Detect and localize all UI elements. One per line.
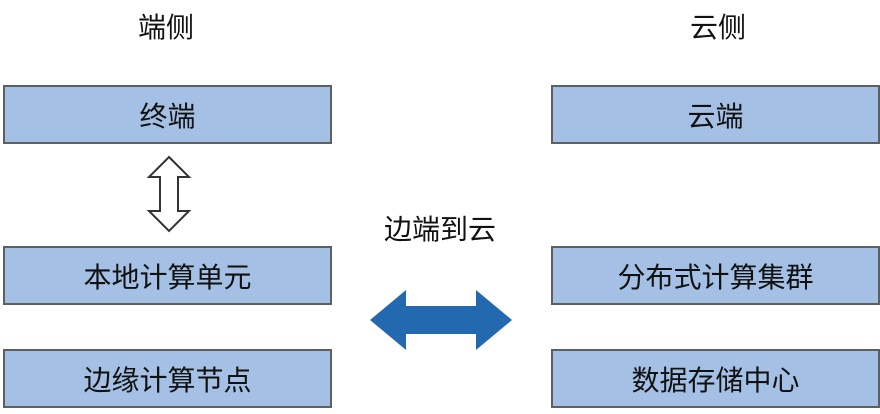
local-compute-unit-box: 本地计算单元 — [3, 246, 332, 305]
edge-compute-node-label: 边缘计算节点 — [83, 363, 252, 397]
edge-side-heading: 端侧 — [137, 11, 194, 44]
edge-to-cloud-label: 边端到云 — [383, 213, 496, 246]
cloud-label: 云端 — [687, 99, 744, 133]
data-storage-center-box: 数据存储中心 — [551, 349, 880, 408]
distributed-cluster-label: 分布式计算集群 — [617, 260, 814, 294]
distributed-cluster-box: 分布式计算集群 — [551, 246, 880, 305]
terminal-box: 终端 — [3, 85, 332, 144]
data-storage-center-label: 数据存储中心 — [631, 363, 800, 397]
cloud-box: 云端 — [551, 85, 880, 144]
local-compute-unit-label: 本地计算单元 — [83, 260, 252, 294]
horizontal-double-arrow-icon — [370, 290, 512, 350]
vertical-double-arrow-icon — [146, 155, 192, 233]
terminal-label: 终端 — [139, 99, 196, 133]
cloud-side-heading: 云侧 — [689, 11, 746, 44]
edge-compute-node-box: 边缘计算节点 — [3, 349, 332, 408]
